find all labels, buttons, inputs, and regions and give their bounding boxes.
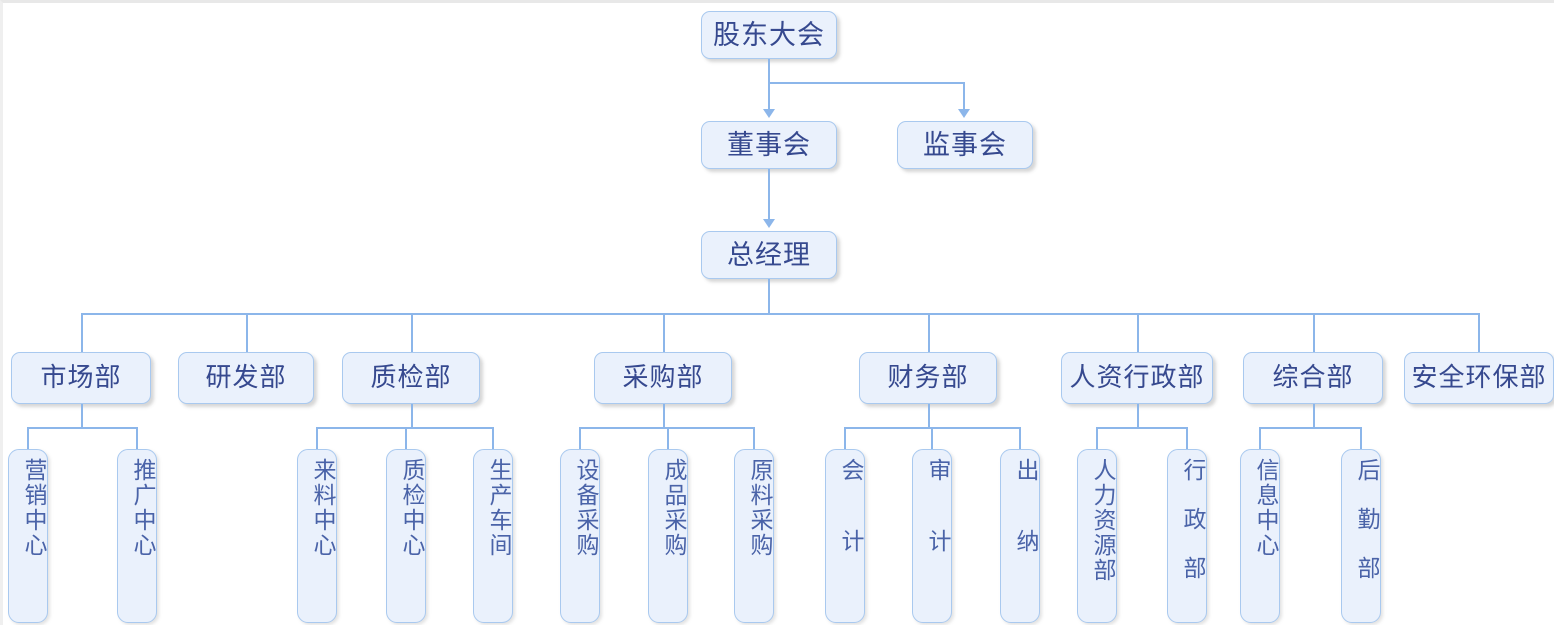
edge-quality-to-unit-0 <box>316 427 318 449</box>
node-unit-label: 质检中心 <box>399 458 424 558</box>
edge-bus-to-dept-7 <box>1478 313 1480 352</box>
edge-quality-stem <box>411 404 413 428</box>
edge-gm-stem <box>768 279 770 314</box>
node-unit-logistics-dept[interactable]: 后勤部 <box>1341 449 1381 623</box>
node-unit-production-workshop[interactable]: 生产车间 <box>473 449 513 623</box>
node-unit-label: 人力资源部 <box>1090 458 1115 583</box>
node-department-finance[interactable]: 财务部 <box>859 352 997 404</box>
node-unit-incoming-material-center[interactable]: 来料中心 <box>297 449 337 623</box>
node-department-label: 综合部 <box>1272 363 1354 393</box>
node-unit-label: 设备采购 <box>573 458 598 558</box>
edge-purchasing-stem <box>663 404 665 428</box>
node-board-label: 董事会 <box>727 129 811 160</box>
edge-hr-to-unit-1 <box>1186 427 1188 449</box>
node-unit-label: 推广中心 <box>130 458 155 558</box>
node-unit-audit[interactable]: 审计 <box>912 449 952 623</box>
node-department-marketing[interactable]: 市场部 <box>11 352 151 404</box>
node-supervisors-label: 监事会 <box>923 129 1007 160</box>
edge-shareholders-stem <box>768 59 770 115</box>
node-unit-label: 审计 <box>925 458 950 600</box>
edge-board-to-gm <box>768 169 770 224</box>
edge-hr-bus <box>1096 427 1187 429</box>
node-unit-label: 会计 <box>838 458 863 600</box>
node-unit-label: 后勤部 <box>1354 458 1379 605</box>
edge-hr-stem <box>1137 404 1139 428</box>
node-unit-label: 成品采购 <box>661 458 686 558</box>
node-department-label: 安全环保部 <box>1411 363 1547 393</box>
node-unit-label: 信息中心 <box>1253 458 1278 558</box>
node-unit-promotion-center[interactable]: 推广中心 <box>117 449 157 623</box>
edge-quality-to-unit-2 <box>492 427 494 449</box>
edge-purchasing-to-unit-0 <box>579 427 581 449</box>
node-unit-label: 生产车间 <box>486 458 511 558</box>
node-unit-information-center[interactable]: 信息中心 <box>1240 449 1280 623</box>
arrow-to-board <box>763 109 775 118</box>
node-department-quality[interactable]: 质检部 <box>342 352 480 404</box>
node-general-manager[interactable]: 总经理 <box>701 231 837 279</box>
node-unit-quality-center[interactable]: 质检中心 <box>386 449 426 623</box>
arrow-to-supervisors <box>958 109 970 118</box>
node-unit-label: 原料采购 <box>747 458 772 558</box>
node-department-label: 质检部 <box>370 363 452 393</box>
node-unit-equipment-purchasing[interactable]: 设备采购 <box>560 449 600 623</box>
node-unit-administration-dept[interactable]: 行政部 <box>1167 449 1207 623</box>
node-unit-raw-material-purchasing[interactable]: 原料采购 <box>734 449 774 623</box>
edge-general-affairs-bus <box>1259 427 1361 429</box>
node-unit-label: 营销中心 <box>21 458 46 558</box>
edge-bus-to-dept-0 <box>81 313 83 352</box>
edge-finance-to-unit-0 <box>844 427 846 449</box>
node-unit-cashier[interactable]: 出纳 <box>1000 449 1040 623</box>
node-department-label: 采购部 <box>622 363 704 393</box>
edge-shareholders-to-supervisors-h <box>768 82 965 84</box>
edge-bus-to-dept-4 <box>928 313 930 352</box>
arrow-to-general-manager <box>763 219 775 228</box>
node-department-hr-admin[interactable]: 人资行政部 <box>1061 352 1213 404</box>
edge-purchasing-to-unit-1 <box>667 427 669 449</box>
edge-finance-to-unit-1 <box>931 427 933 449</box>
department-bus <box>81 313 1479 315</box>
node-unit-accounting[interactable]: 会计 <box>825 449 865 623</box>
edge-hr-to-unit-0 <box>1096 427 1098 449</box>
edge-marketing-bus <box>27 427 137 429</box>
edge-general-affairs-to-unit-0 <box>1259 427 1261 449</box>
edge-bus-to-dept-1 <box>246 313 248 352</box>
node-unit-label: 行政部 <box>1180 458 1205 605</box>
node-department-label: 研发部 <box>205 363 287 393</box>
edge-shareholders-to-supervisors-v <box>963 82 965 115</box>
edge-general-affairs-stem <box>1313 404 1315 428</box>
edge-general-affairs-to-unit-1 <box>1360 427 1362 449</box>
node-department-purchasing[interactable]: 采购部 <box>594 352 732 404</box>
edge-finance-to-unit-2 <box>1019 427 1021 449</box>
node-department-rnd[interactable]: 研发部 <box>178 352 314 404</box>
node-unit-label: 出纳 <box>1013 458 1038 600</box>
node-unit-finished-goods-purchasing[interactable]: 成品采购 <box>648 449 688 623</box>
node-unit-label: 来料中心 <box>310 458 335 558</box>
node-department-label: 人资行政部 <box>1069 363 1205 393</box>
node-department-label: 市场部 <box>40 363 122 393</box>
node-shareholders[interactable]: 股东大会 <box>701 11 837 59</box>
node-department-label: 财务部 <box>887 363 969 393</box>
edge-bus-to-dept-5 <box>1137 313 1139 352</box>
edge-bus-to-dept-6 <box>1313 313 1315 352</box>
node-department-safety-environment[interactable]: 安全环保部 <box>1404 352 1554 404</box>
edge-bus-to-dept-3 <box>663 313 665 352</box>
node-general-manager-label: 总经理 <box>727 239 811 270</box>
edge-quality-to-unit-1 <box>405 427 407 449</box>
edge-finance-stem <box>928 404 930 428</box>
node-unit-sales-center[interactable]: 营销中心 <box>8 449 48 623</box>
node-shareholders-label: 股东大会 <box>713 19 825 50</box>
node-supervisors[interactable]: 监事会 <box>897 121 1033 169</box>
node-unit-human-resources-dept[interactable]: 人力资源部 <box>1077 449 1117 623</box>
edge-marketing-stem <box>81 404 83 428</box>
node-board[interactable]: 董事会 <box>701 121 837 169</box>
edge-purchasing-to-unit-2 <box>753 427 755 449</box>
edge-marketing-to-unit-1 <box>136 427 138 449</box>
node-department-general-affairs[interactable]: 综合部 <box>1243 352 1383 404</box>
edge-marketing-to-unit-0 <box>27 427 29 449</box>
edge-bus-to-dept-2 <box>411 313 413 352</box>
